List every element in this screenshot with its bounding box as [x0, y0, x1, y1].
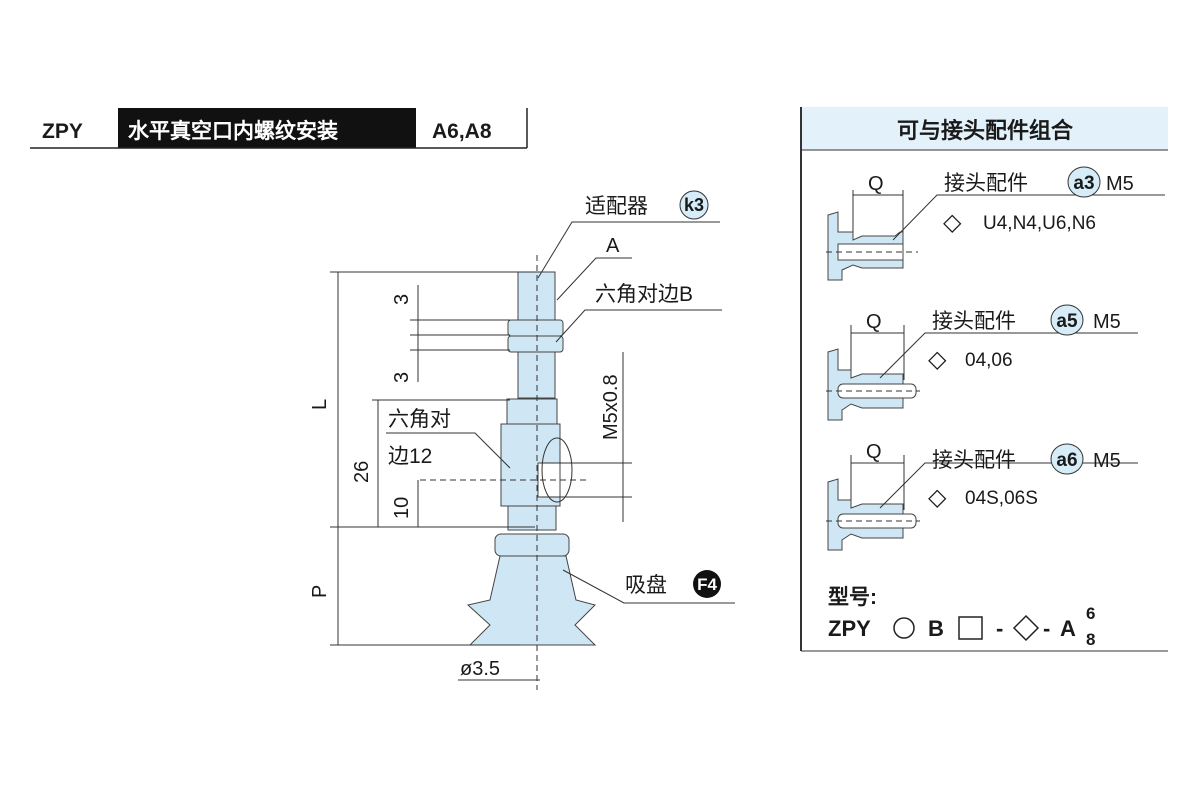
hex12-line1: 六角对 [388, 408, 451, 431]
dim-q: Q [866, 441, 882, 463]
thread-spec: M5x0.8 [600, 374, 622, 440]
vacuum-pad-assembly: L P 26 10 3 3 M5x0.8 ø3.5 适配器 k3 A 六角对边B… [309, 190, 735, 690]
series-header: ZPY 水平真空口内螺纹安装 A6,A8 [30, 108, 528, 149]
adapter-code: k3 [684, 195, 704, 215]
series-name: ZPY [42, 120, 83, 143]
fitting-thread: M5 [1093, 311, 1121, 333]
model-sub: 8 [1086, 630, 1095, 649]
panel-title: 可与接头配件组合 [897, 118, 1074, 143]
fitting-label: 接头配件 [932, 310, 1016, 333]
hex-b-label: 六角对边B [595, 283, 693, 306]
pad-label: 吸盘 [625, 574, 667, 597]
port-detail-ellipse [541, 437, 573, 503]
fittings-panel: 可与接头配件组合 Q 接头配件 a3 M5 ◇ U4,N4,U6,N6 Q [800, 107, 1168, 652]
diamond-placeholder-icon [1012, 614, 1040, 642]
pad-code: F4 [697, 575, 717, 594]
label-a: A [606, 235, 620, 257]
pad-code-badge [693, 570, 721, 598]
fitting-code: a6 [1056, 450, 1077, 471]
callouts: 适配器 k3 A 六角对边B 六角对 边12 吸盘 F4 [386, 190, 735, 604]
dim-3-bottom: 3 [391, 372, 413, 383]
fitting-options: 04S,06S [965, 488, 1038, 509]
hex-nut-upper [507, 319, 564, 337]
square-placeholder-icon [958, 616, 983, 640]
fitting-label: 接头配件 [944, 172, 1028, 195]
diameter-label: ø3.5 [460, 658, 500, 680]
panel-header-bg [801, 107, 1168, 150]
model-code: 型号: ZPY B - - A 6 8 [828, 586, 1095, 649]
dim-q: Q [868, 173, 884, 195]
pad-collar [494, 533, 570, 557]
fitting-label: 接头配件 [932, 449, 1016, 472]
model-b: B [928, 616, 944, 641]
adapter-label: 适配器 [585, 195, 648, 218]
dim-q: Q [866, 311, 882, 333]
dimensions: L P 26 10 3 3 M5x0.8 ø3.5 [309, 271, 632, 681]
fitting-a3: Q 接头配件 a3 M5 ◇ U4,N4,U6,N6 [826, 166, 1165, 281]
fitting-a5: Q 接头配件 a5 M5 ◇ 04,06 [826, 304, 1138, 421]
diamond-icon: ◇ [928, 346, 947, 373]
circle-placeholder-icon [893, 617, 915, 639]
model-prefix: ZPY [828, 616, 871, 641]
mounting-title: 水平真空口内螺纹安装 [128, 119, 338, 143]
variants-label: A6,A8 [432, 120, 492, 143]
hex-nut-lower [507, 335, 564, 353]
model-label: 型号: [828, 586, 877, 609]
fitting-options: 04,06 [965, 350, 1013, 371]
fitting-thread: M5 [1106, 173, 1134, 195]
dim-l: L [309, 399, 331, 410]
model-a: A [1060, 616, 1076, 641]
model-dash2: - [1043, 616, 1050, 641]
fitting-code: a5 [1056, 311, 1078, 332]
adapter-code-badge [679, 190, 709, 220]
mounting-title-box [118, 108, 416, 148]
diamond-icon: ◇ [943, 209, 962, 236]
fitting-a6: Q 接头配件 a6 M5 ◇ 04S,06S [826, 441, 1138, 551]
body-top [506, 398, 558, 425]
hex12-line2: 边12 [388, 445, 432, 468]
dim-3-top: 3 [391, 294, 413, 305]
fitting-options: U4,N4,U6,N6 [983, 213, 1096, 234]
dim-10: 10 [391, 497, 413, 519]
model-dash1: - [996, 616, 1003, 641]
body-neck [507, 505, 557, 531]
fitting-thread: M5 [1093, 450, 1121, 472]
fitting-code: a3 [1073, 173, 1094, 194]
dim-p: P [309, 585, 331, 598]
model-sup: 6 [1086, 604, 1095, 623]
diamond-icon: ◇ [928, 484, 947, 511]
dim-26: 26 [351, 461, 373, 483]
bellows-pad [466, 555, 597, 646]
